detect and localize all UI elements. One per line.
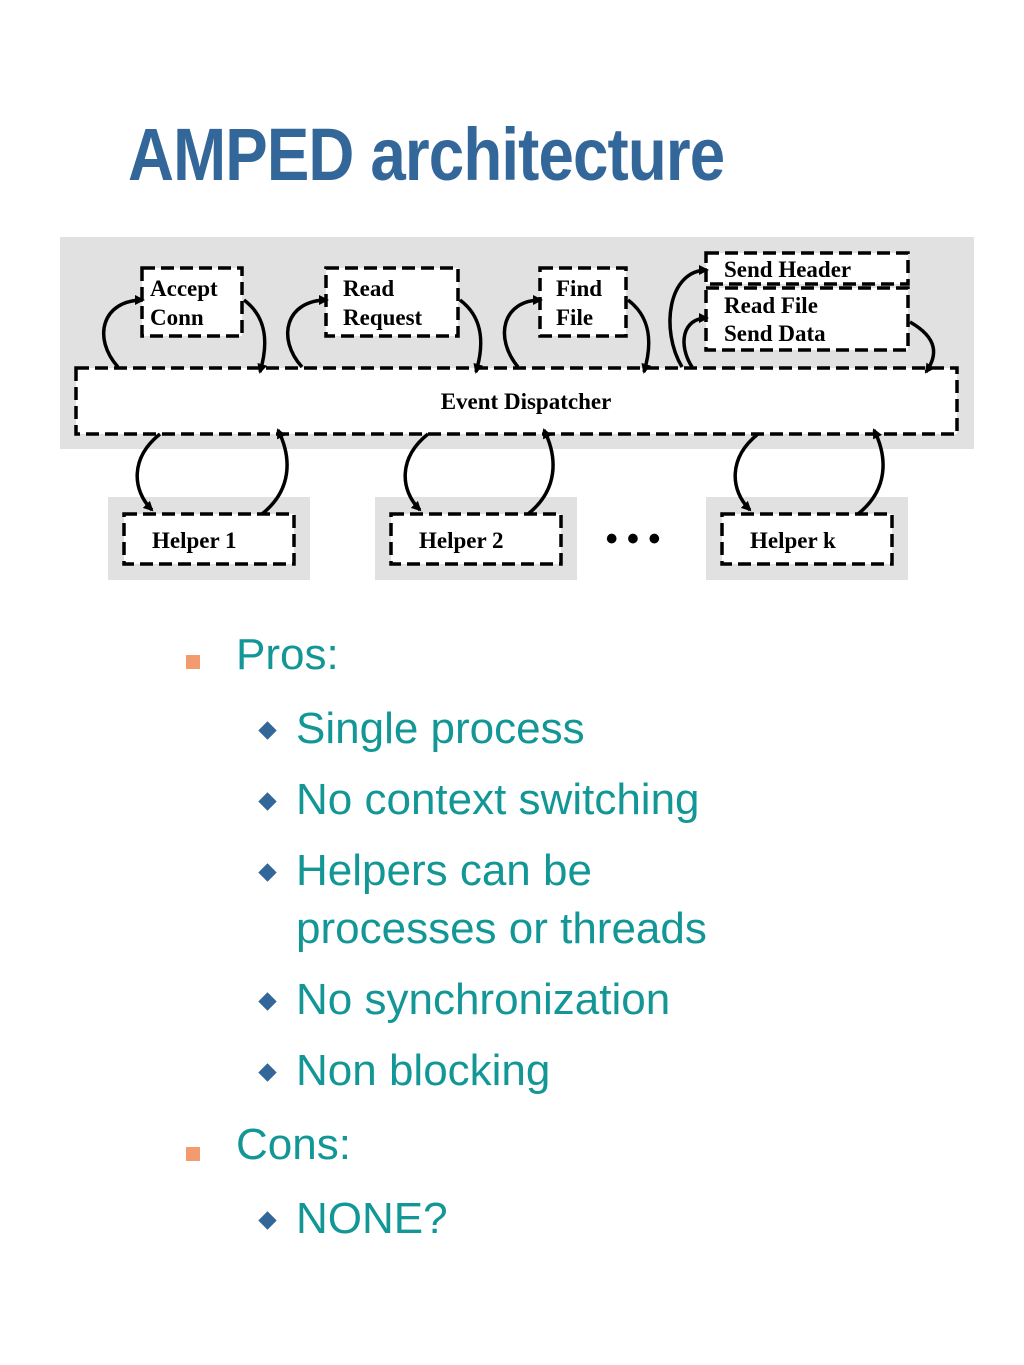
stage-label-request: Request	[343, 305, 423, 330]
diamond-bullet	[258, 1211, 277, 1230]
arrow-to-find	[502, 295, 543, 369]
helper-k-box	[720, 512, 894, 566]
cons-item: NONE?	[296, 1194, 448, 1243]
stage-label-accept: Accept	[150, 276, 218, 301]
amped-diagram: Accept Conn Read Request Find File Send …	[60, 237, 974, 580]
arrow-to-read-file	[682, 313, 709, 368]
arrow-from-helper-k	[856, 428, 885, 516]
stage-label-file: File	[556, 305, 593, 330]
arrow-from-find	[626, 298, 652, 374]
ellipsis-dots: • • •	[606, 520, 661, 558]
stage-label-conn: Conn	[150, 305, 204, 330]
arrow-to-helper-1	[135, 432, 162, 512]
pros-item: No synchronization	[296, 975, 671, 1024]
event-dispatcher-box	[74, 366, 959, 436]
arrow-from-send-data	[909, 320, 936, 374]
diamond-bullet	[258, 863, 277, 882]
arrow-from-read	[458, 298, 484, 374]
diamond-bullet	[258, 992, 277, 1011]
stage-label-send-data: Send Data	[724, 321, 826, 346]
send-header-box	[704, 251, 910, 286]
read-request-box	[324, 266, 460, 338]
accept-conn-box	[140, 266, 244, 338]
slide-title: AMPED architecture	[128, 113, 725, 196]
helper-label: Helper 2	[419, 528, 504, 553]
arrow-from-helper-2	[526, 428, 555, 516]
diamond-bullet	[258, 792, 277, 811]
arrow-to-accept	[101, 295, 145, 369]
stage-label-read-file: Read File	[724, 293, 818, 318]
helper-1-box	[122, 512, 296, 566]
diamond-bullet	[258, 1063, 277, 1082]
pros-item: Helpers can be	[296, 846, 592, 895]
read-file-send-data-box	[704, 286, 910, 352]
helper-2-box	[389, 512, 563, 566]
square-bullet	[186, 655, 200, 669]
arrow-to-read	[285, 295, 329, 369]
pros-item-continuation: processes or threads	[296, 904, 707, 953]
stage-label-find: Find	[556, 276, 602, 301]
helper-label: Helper 1	[152, 528, 237, 553]
arrow-from-accept	[242, 298, 268, 374]
arrow-to-helper-2	[403, 432, 430, 512]
arrow-to-helper-k	[733, 432, 760, 512]
pros-item: No context switching	[296, 775, 700, 824]
arrow-to-send-header	[668, 265, 709, 368]
square-bullet	[186, 1147, 200, 1161]
diamond-bullet	[258, 721, 277, 740]
stage-label-send-header: Send Header	[724, 257, 851, 282]
pros-heading: Pros:	[236, 630, 339, 679]
dispatcher-label: Event Dispatcher	[441, 389, 612, 414]
stage-label-read: Read	[343, 276, 394, 301]
pros-item: Non blocking	[296, 1046, 551, 1095]
arrow-from-helper-1	[260, 428, 289, 516]
helper-label: Helper k	[750, 528, 836, 553]
cons-heading: Cons:	[236, 1120, 351, 1169]
pros-item: Single process	[296, 704, 585, 753]
